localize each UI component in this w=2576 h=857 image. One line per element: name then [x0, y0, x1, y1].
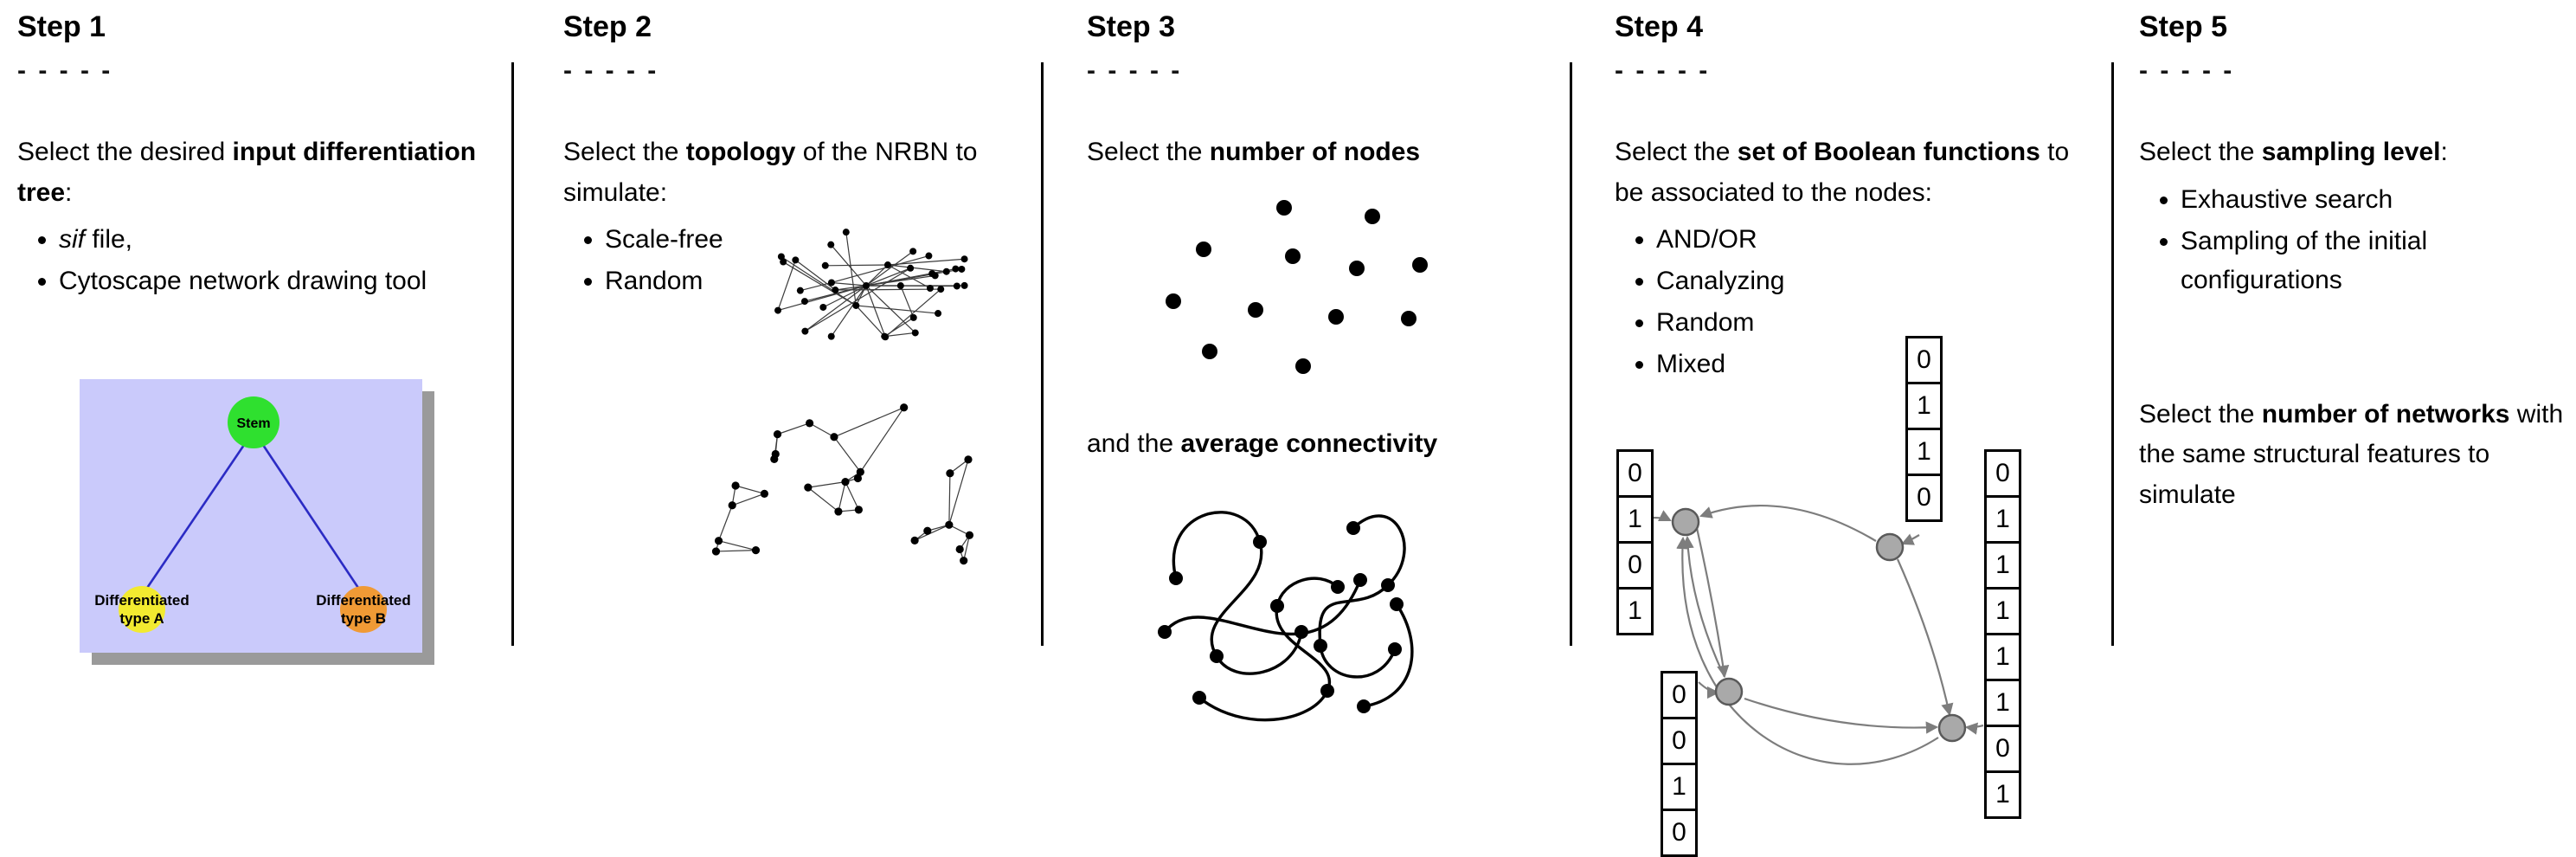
- nodes-scatter-graphic: [1156, 189, 1442, 396]
- type-b-label-line1: Differentiated: [316, 592, 411, 609]
- column-divider-3: [1570, 62, 1572, 646]
- column-divider-4: [2111, 62, 2114, 646]
- step-1-column: Step 1 - - - - - Select the desired inpu…: [17, 0, 504, 851]
- step-3-dashes: - - - - -: [1087, 56, 1563, 86]
- list-item: Canalyzing: [1656, 261, 2104, 300]
- random-network-graphic: [700, 391, 986, 595]
- gray-node-1: [1673, 509, 1699, 535]
- scale-free-network-graphic: [719, 189, 1005, 388]
- step-5-intro: Select the sampling level:: [2139, 132, 2573, 173]
- truth-table-cell: 1: [1661, 763, 1698, 811]
- step-4-column: Step 4 - - - - - Select the set of Boole…: [1615, 0, 2104, 851]
- column-divider-1: [511, 62, 514, 646]
- step-4-dashes: - - - - -: [1615, 56, 2104, 86]
- truth-table-cell: 1: [1984, 633, 2021, 681]
- type-a-label-line2: type A: [119, 610, 164, 627]
- step-2-dashes: - - - - -: [563, 56, 1035, 86]
- step-5-second-text: Select the number of networks with the s…: [2139, 395, 2573, 516]
- step-5-dashes: - - - - -: [2139, 56, 2573, 86]
- truth-table-cell: 0: [1984, 449, 2021, 498]
- truth-table-cell: 1: [1984, 587, 2021, 635]
- truth-table-cell: 1: [1905, 428, 1943, 476]
- gray-node-2: [1877, 534, 1903, 560]
- step-4-intro: Select the set of Boolean functions to b…: [1615, 132, 2104, 213]
- column-divider-2: [1041, 62, 1044, 646]
- truth-table-cell: 1: [1616, 587, 1654, 635]
- step-4-title: Step 4: [1615, 10, 2104, 44]
- truth-table-cell: 0: [1905, 336, 1943, 384]
- truth-table-bottom: 0 0 1 0: [1661, 671, 1698, 857]
- tangle-curves: [1165, 512, 1412, 720]
- stem-node-label: Stem: [236, 416, 270, 431]
- list-item: Exhaustive search: [2181, 180, 2573, 219]
- truth-table-cell: 1: [1984, 770, 2021, 819]
- truth-table-cell: 1: [1905, 382, 1943, 430]
- truth-table-cell: 0: [1984, 725, 2021, 773]
- list-item: sif file,: [59, 220, 504, 259]
- type-b-label-line2: type B: [341, 610, 386, 627]
- truth-table-left: 0 1 0 1: [1616, 449, 1654, 635]
- step-5-title: Step 5: [2139, 10, 2573, 44]
- truth-table-right: 0 1 1 1 1 1 0 1: [1984, 449, 2021, 819]
- step-2-title: Step 2: [563, 10, 1035, 44]
- truth-table-cell: 0: [1905, 474, 1943, 522]
- average-connectivity-graphic: [1137, 474, 1431, 734]
- list-item: Cytoscape network drawing tool: [59, 261, 504, 300]
- step-3-intro: Select the number of nodes: [1087, 132, 1563, 173]
- step-1-bullets: sif file, Cytoscape network drawing tool: [17, 220, 504, 300]
- type-a-label-line1: Differentiated: [94, 592, 190, 609]
- step-3-column: Step 3 - - - - - Select the number of no…: [1087, 0, 1563, 851]
- step-2-column: Step 2 - - - - - Select the topology of …: [563, 0, 1035, 851]
- gray-node-3: [1716, 679, 1742, 705]
- step-5-column: Step 5 - - - - - Select the sampling lev…: [2139, 0, 2573, 851]
- truth-table-cell: 0: [1661, 671, 1698, 719]
- step-3-mid-text: and the average connectivity: [1087, 429, 1437, 459]
- truth-table-cell: 1: [1984, 541, 2021, 590]
- step-1-intro: Select the desired input differentiation…: [17, 132, 504, 213]
- differentiation-tree-graphic: Stem Differentiated type A Differentiate…: [78, 377, 441, 670]
- step-1-title: Step 1: [17, 10, 504, 44]
- truth-table-cell: 1: [1984, 679, 2021, 727]
- scatter-dots: [1166, 200, 1428, 374]
- step-5-bullets: Exhaustive search Sampling of the initia…: [2139, 180, 2573, 300]
- step-3-title: Step 3: [1087, 10, 1563, 44]
- edge-arrows: [1653, 506, 1983, 764]
- list-item: AND/OR: [1656, 220, 2104, 259]
- list-item: Sampling of the initial configurations: [2181, 222, 2573, 300]
- truth-table-cell: 1: [1984, 495, 2021, 544]
- truth-table-cell: 1: [1616, 495, 1654, 544]
- step-1-dashes: - - - - -: [17, 56, 504, 86]
- truth-table-cell: 0: [1616, 541, 1654, 590]
- truth-table-cell: 0: [1661, 717, 1698, 765]
- gray-node-4: [1939, 715, 1965, 741]
- truth-table-cell: 0: [1661, 809, 1698, 857]
- truth-table-top: 0 1 1 0: [1905, 336, 1943, 522]
- truth-table-cell: 0: [1616, 449, 1654, 498]
